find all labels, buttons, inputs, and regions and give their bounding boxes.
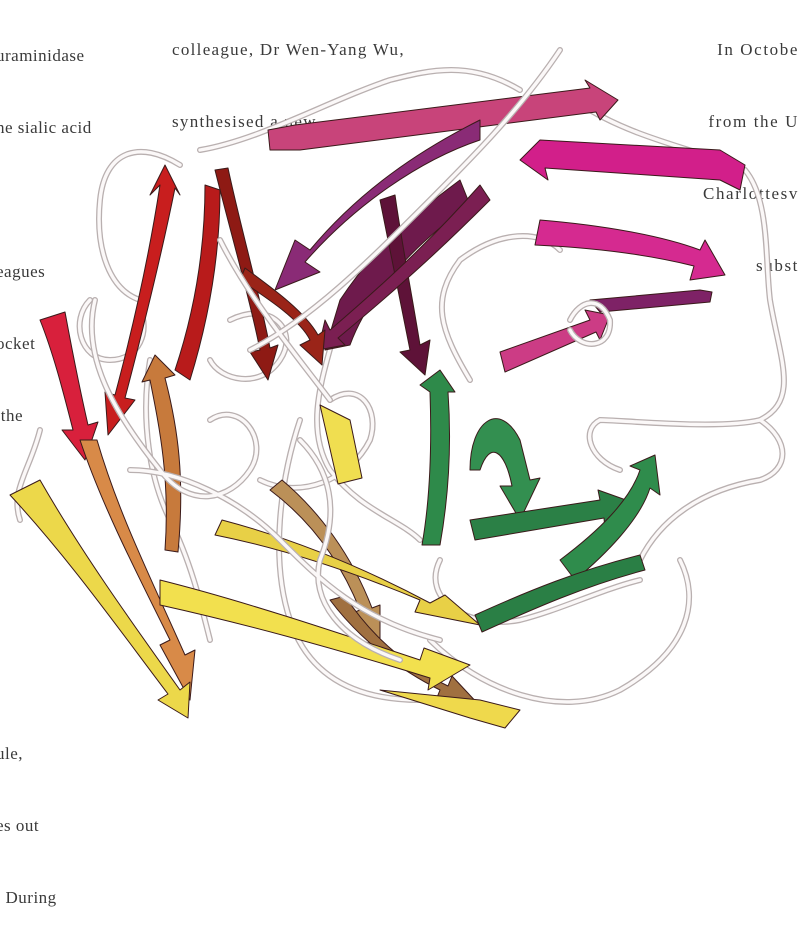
strand-green-1 bbox=[420, 370, 455, 545]
protein-ribbon-figure bbox=[0, 0, 799, 747]
strand-magenta-2 bbox=[535, 220, 725, 280]
beta-strands bbox=[10, 80, 745, 728]
strand-green-2 bbox=[470, 419, 540, 520]
strand-red-2 bbox=[175, 185, 220, 380]
strand-magenta-1 bbox=[520, 140, 745, 190]
text-line: , During bbox=[0, 886, 57, 910]
strand-yellow-4 bbox=[320, 405, 362, 484]
strand-purple-4 bbox=[318, 185, 490, 350]
strand-green-5 bbox=[475, 555, 645, 632]
strand-purple-small bbox=[590, 290, 712, 312]
text-line: es out bbox=[0, 814, 57, 838]
